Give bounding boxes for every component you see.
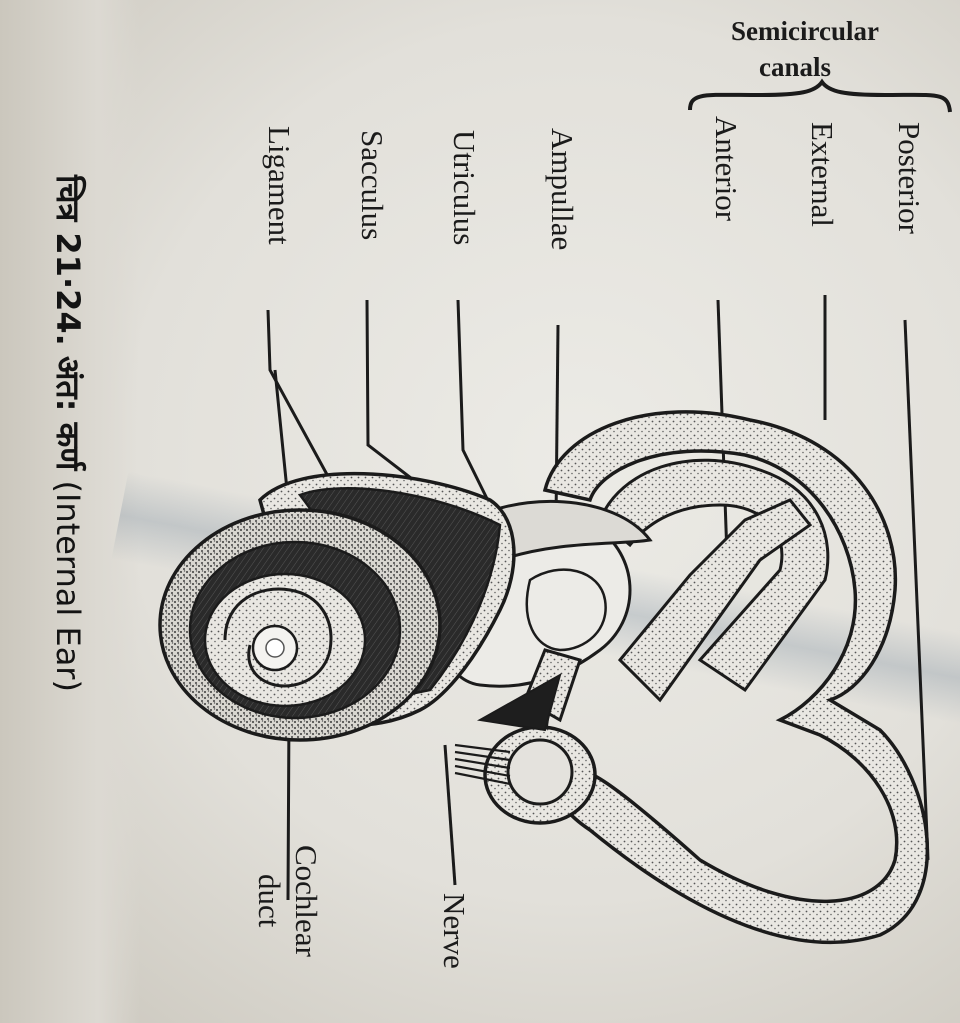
label-nerve: Nerve <box>437 893 472 969</box>
label-external: External <box>805 122 840 228</box>
label-posterior: Posterior <box>892 122 927 234</box>
header-semicircular: Semicircular <box>731 16 879 46</box>
semicircular-canals <box>483 410 930 945</box>
cochlea <box>158 471 516 742</box>
header-brace <box>688 78 952 113</box>
label-sacculus: Sacculus <box>355 130 390 241</box>
caption-hindi-title: अंत: कर्ण <box>49 355 87 471</box>
label-anterior: Anterior <box>709 116 744 222</box>
label-cochlear: Cochlear <box>289 845 324 957</box>
label-ligament: Ligament <box>262 126 297 245</box>
caption-english-title: (Internal Ear) <box>49 480 87 692</box>
header-canals: canals <box>758 52 831 82</box>
label-ampullae: Ampullae <box>545 128 580 251</box>
caption-fig-number: चित्र 21·24. <box>49 175 87 346</box>
label-utriculus: Utriculus <box>447 130 482 246</box>
label-duct: duct <box>252 874 287 928</box>
figure-caption: चित्र 21·24. अंत: कर्ण (Internal Ear) <box>47 175 90 692</box>
